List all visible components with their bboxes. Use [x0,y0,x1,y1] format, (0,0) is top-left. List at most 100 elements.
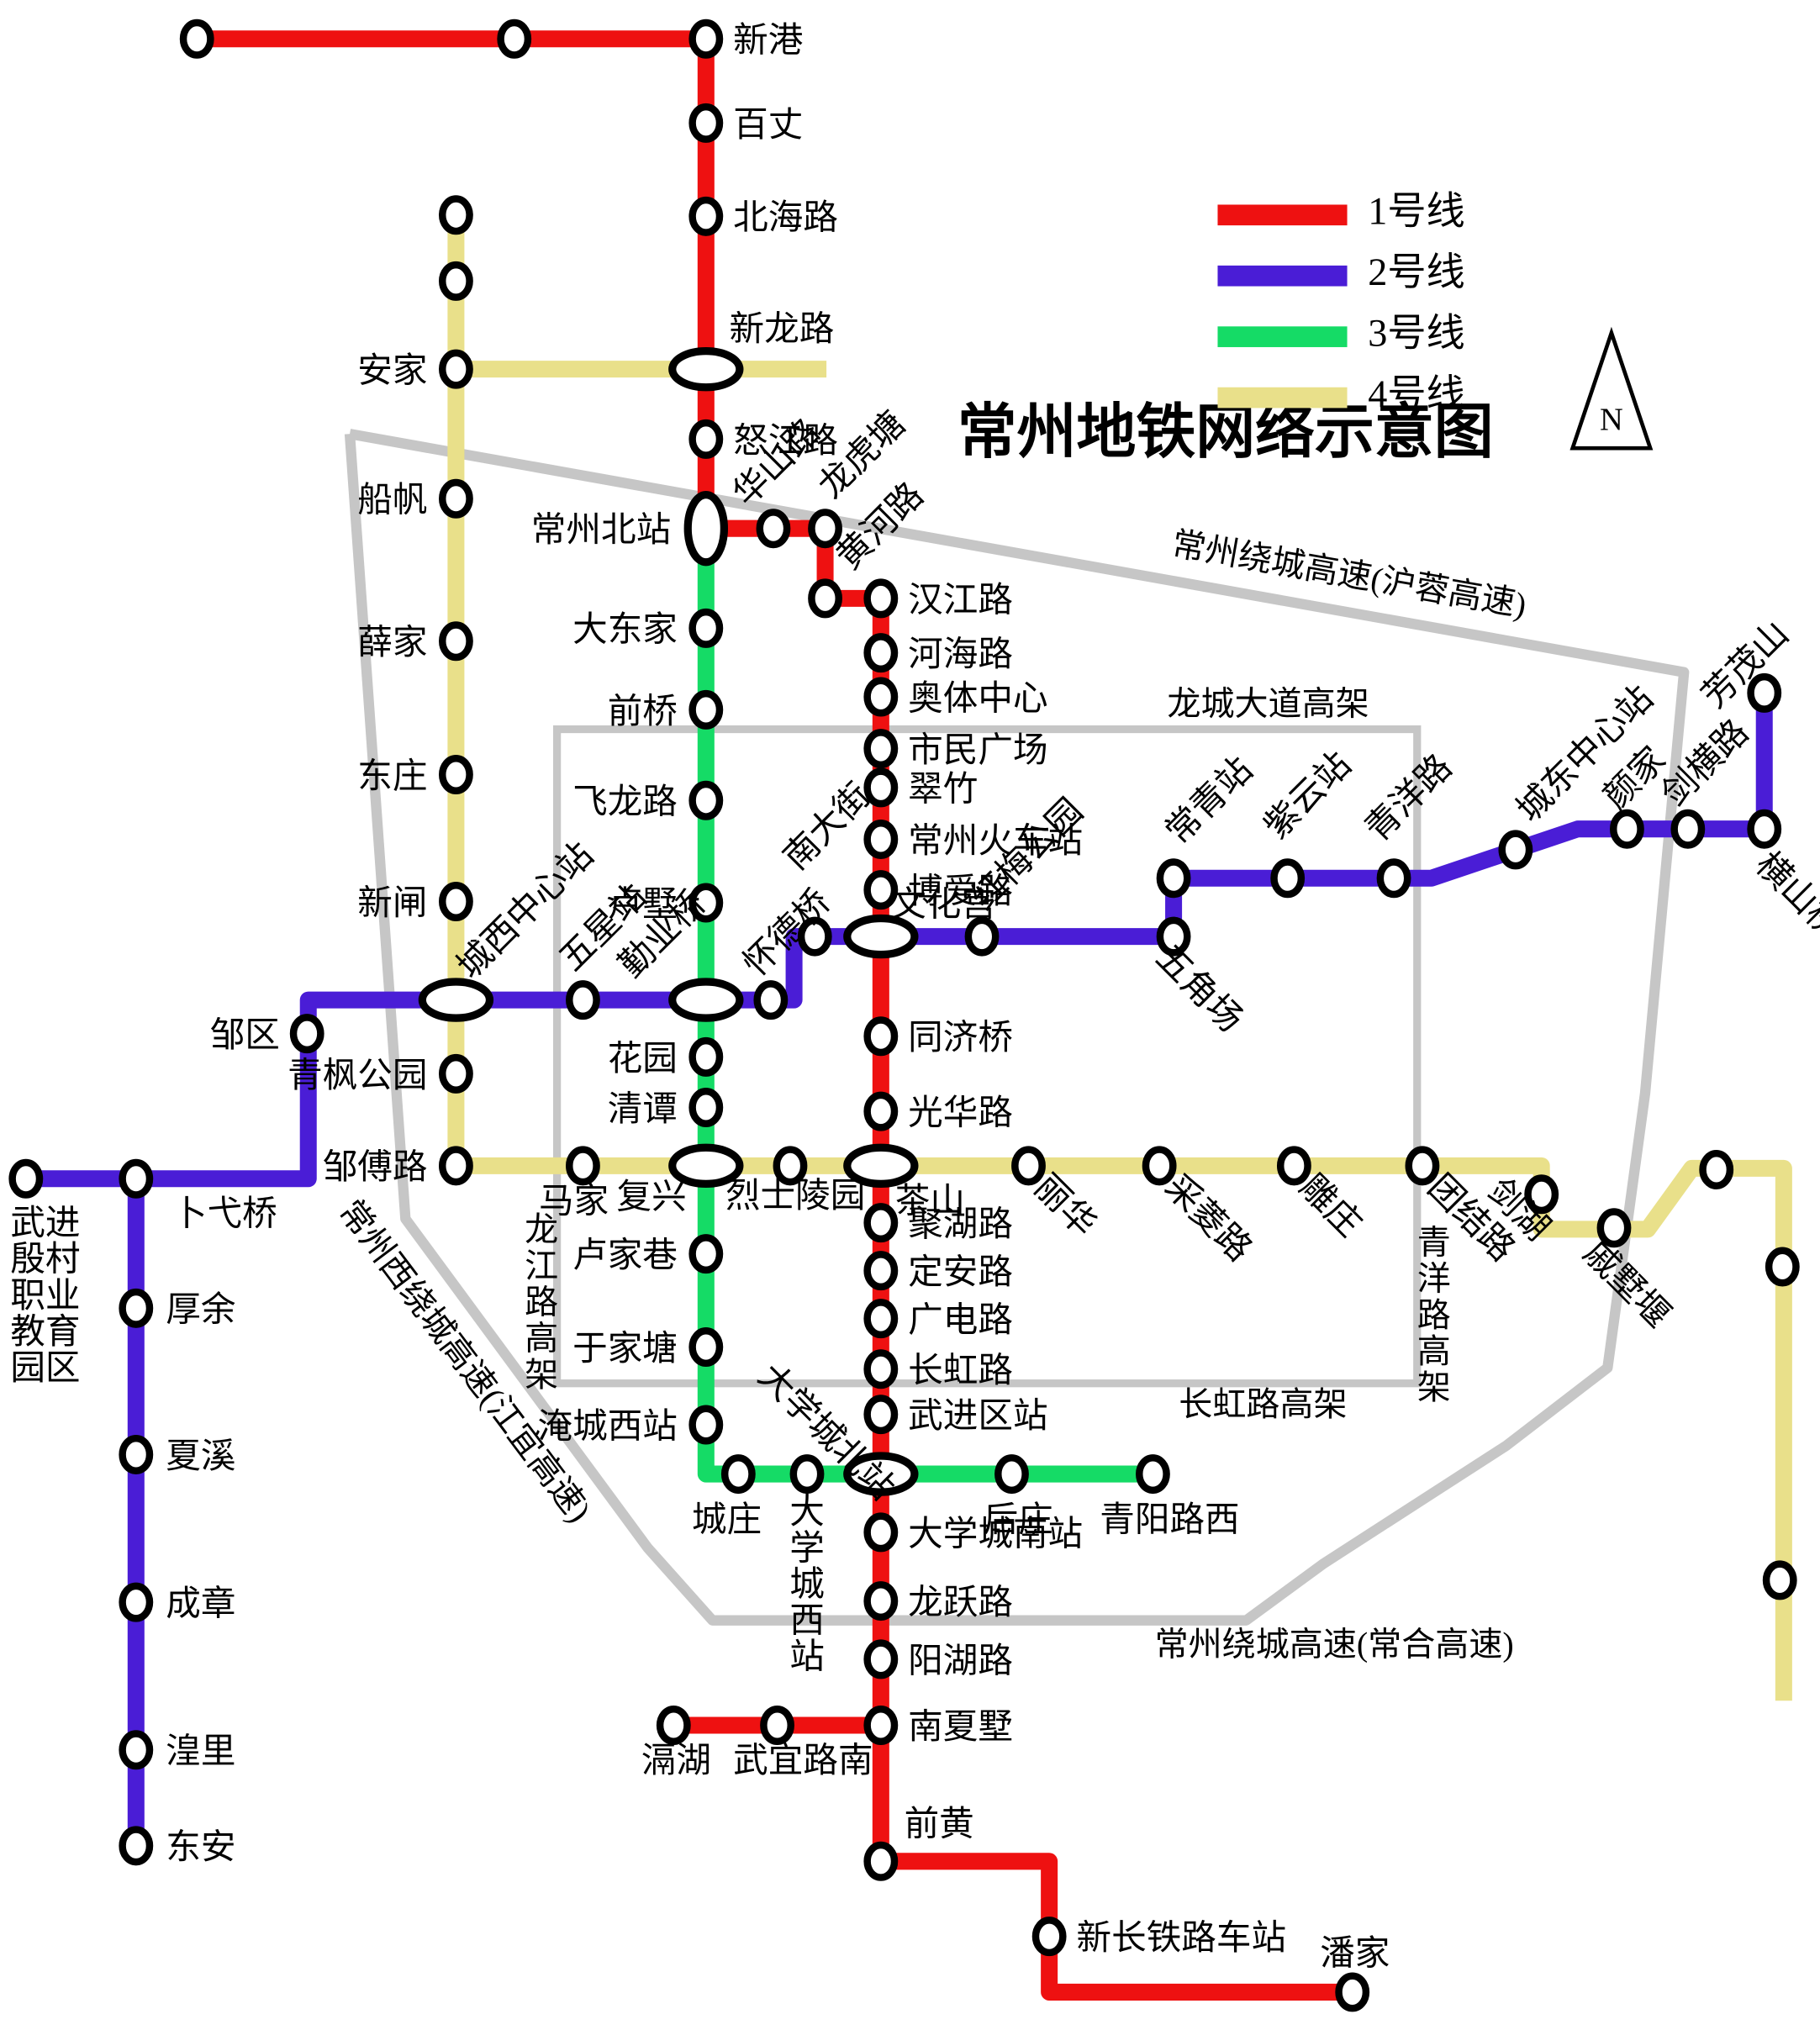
compass: N [1569,326,1654,451]
station-label-紫云站: 紫云站 [1257,745,1358,846]
station-前桥 [688,689,724,730]
station-后庄 [994,1454,1029,1495]
station-label-大学城西站: 大学城西站 [789,1492,825,1676]
station-清谭 [688,1087,724,1127]
station-团结路 [1405,1146,1440,1186]
station-卢墅 [688,883,724,923]
station-红梅公园 [964,916,1000,957]
station-博爱路 [863,870,899,910]
station-label-清谭: 清谭 [608,1089,678,1128]
station-label-花园: 花园 [608,1039,678,1078]
compass-north-label: N [1600,403,1623,438]
station-大学城南站 [863,1512,899,1553]
station-unnamed [438,195,473,235]
station-label-后庄: 后庄 [984,1500,1053,1538]
station-邹区 [289,1014,324,1054]
station-label-常州火车站: 常州火车站 [908,821,1083,860]
elevated-road-rectangle [552,725,1422,1388]
station-label-北海路: 北海路 [733,198,838,237]
station-label-定安路: 定安路 [908,1252,1013,1291]
station-label-武进殷村职业教育园区: 武进殷村职业教育园区 [10,1203,80,1387]
legend-swatch-1号线 [1217,204,1348,226]
station-剑湖 [1524,1174,1559,1215]
station-百丈 [688,103,724,143]
station-unnamed [497,18,532,59]
road-label: 长虹路高架 [1179,1385,1347,1423]
station-label-layer: 新港百丈北海路新龙路怒江路常州北站华山路龙虎塘黄河路汉江路河海路奥体中心市民广场… [10,21,1820,1973]
station-label-长虹路: 长虹路 [908,1351,1013,1389]
station-label-卢家巷: 卢家巷 [572,1236,678,1274]
station-label-新港: 新港 [733,21,803,60]
station-横山桥 [1747,809,1782,849]
legend-label-2号线: 2号线 [1368,250,1465,293]
station-label-奥体中心: 奥体中心 [908,678,1047,717]
station-label-青阳路西: 青阳路西 [1100,1500,1239,1538]
station-奥体中心 [863,677,899,717]
station-芳茂山 [1747,672,1782,713]
road-label: 青洋路高架 [1417,1224,1451,1407]
station-五角场 [1156,916,1191,957]
station-label-东安: 东安 [166,1827,235,1866]
station-新港 [688,18,724,59]
station-label-滆湖: 滆湖 [641,1741,711,1780]
road-label: 常州绕城高速(常合高速) [1155,1625,1514,1663]
station-广电路 [863,1299,899,1339]
station-飞龙路 [688,780,724,820]
station-label-河海路: 河海路 [908,635,1013,673]
station-茶山 [843,1143,919,1189]
station-勤业桥 [668,978,744,1022]
station-label-怒江路: 怒江路 [733,421,838,460]
station-邹傅路 [438,1146,473,1186]
station-unnamed [1762,1560,1797,1600]
station-花园 [688,1036,724,1077]
station-label-新闸: 新闸 [357,883,427,922]
station-label-市民广场: 市民广场 [908,730,1047,769]
station-label-安家: 安家 [357,351,427,390]
station-label-东庄: 东庄 [357,757,427,795]
station-东庄 [438,754,473,794]
station-于家塘 [688,1327,724,1368]
station-长虹路 [863,1349,899,1389]
road-label: 龙江路高架 [525,1210,558,1394]
station-淹城西站 [688,1405,724,1445]
station-大学城西站 [789,1454,825,1495]
station-label-聚湖路: 聚湖路 [908,1205,1013,1243]
station-南夏墅 [863,1706,899,1746]
metro-line4 [447,214,1792,1701]
station-label-前黄: 前黄 [905,1804,974,1843]
station-城东中心站 [1498,830,1533,870]
station-聚湖路 [863,1203,899,1243]
station-滆湖 [656,1706,691,1746]
station-label-城庄: 城庄 [692,1500,762,1538]
station-label-翠竹: 翠竹 [908,769,978,808]
station-label-采菱路: 采菱路 [1158,1167,1259,1268]
station-label-淹城西站: 淹城西站 [538,1406,678,1445]
station-label-潘家: 潘家 [1320,1934,1390,1973]
legend-label-1号线: 1号线 [1368,190,1465,233]
station-新闸 [438,881,473,921]
station-城西中心站 [418,978,494,1022]
station-label-卜弋桥: 卜弋桥 [172,1194,277,1233]
station-青阳路西 [1136,1454,1170,1495]
station-label-于家塘: 于家塘 [572,1329,678,1368]
station-label-邹区: 邹区 [210,1015,280,1054]
station-label-邹傅路: 邹傅路 [323,1147,428,1186]
station-label-飞龙路: 飞龙路 [572,783,678,821]
station-label-横山桥: 横山桥 [1749,845,1820,946]
station-卜弋桥 [119,1158,154,1199]
station-label-文化宫: 文化宫 [891,884,996,923]
station-label-船帆: 船帆 [357,481,427,519]
station-紫云站 [1270,858,1306,899]
station-label-百丈: 百丈 [733,105,803,144]
station-label-厚余: 厚余 [166,1290,235,1329]
station-青洋路 [1376,858,1411,899]
station-label-光华路: 光华路 [908,1094,1013,1132]
station-label-五角场: 五角场 [1149,938,1251,1040]
station-五星站 [565,980,600,1020]
station-潘家 [1335,1972,1370,2012]
station-同济桥 [863,1016,899,1057]
station-采菱路 [1142,1146,1177,1186]
station-武宜路南 [760,1706,794,1746]
station-龙虎塘 [808,509,842,549]
